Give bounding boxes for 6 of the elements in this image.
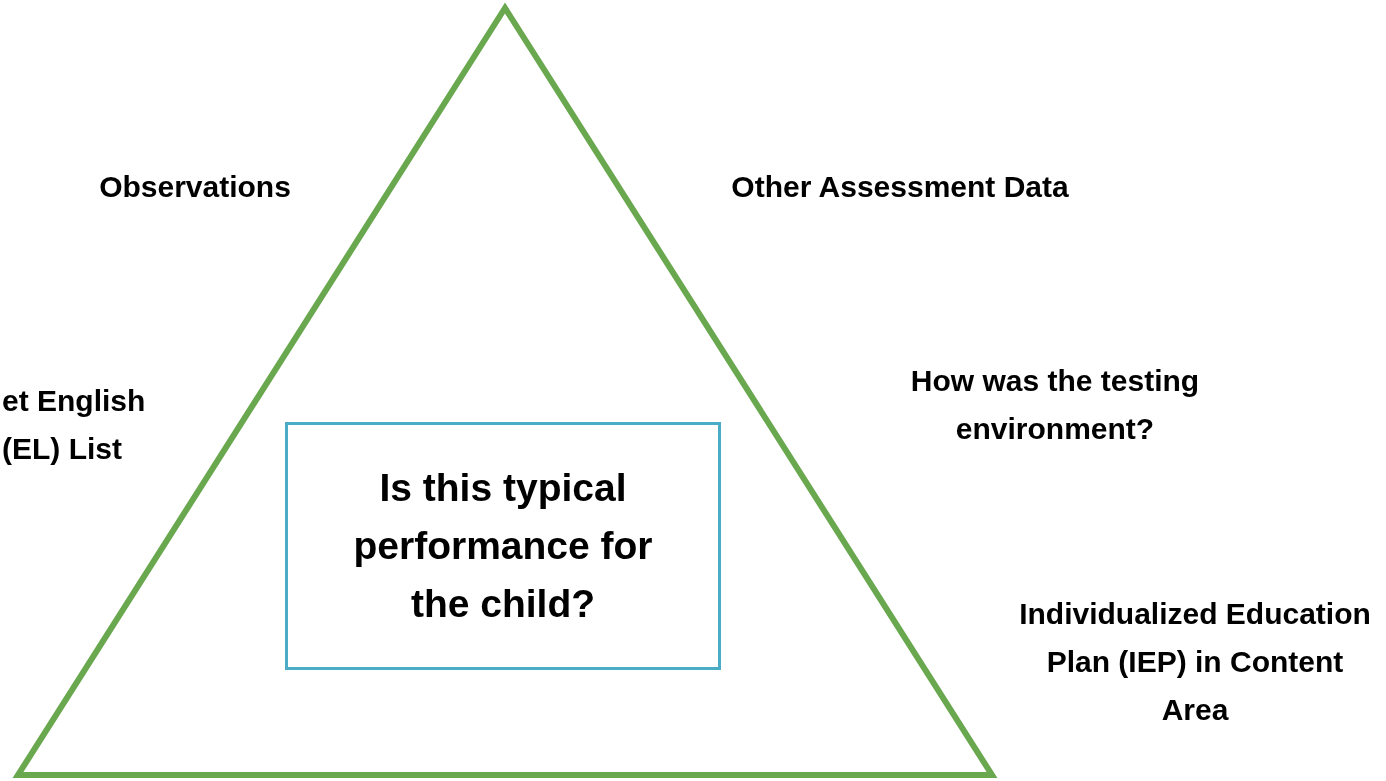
note-text: How was the testing environment? xyxy=(909,363,1201,447)
note-text: Individualized Education Plan (IEP) in Content Area xyxy=(1018,596,1372,728)
note-text: Observations xyxy=(98,169,292,205)
question-box: Is this typical performance for the child? xyxy=(285,422,721,670)
note-text: et English (EL) List xyxy=(2,383,147,467)
note-text: Other Assessment Data xyxy=(730,169,1070,205)
